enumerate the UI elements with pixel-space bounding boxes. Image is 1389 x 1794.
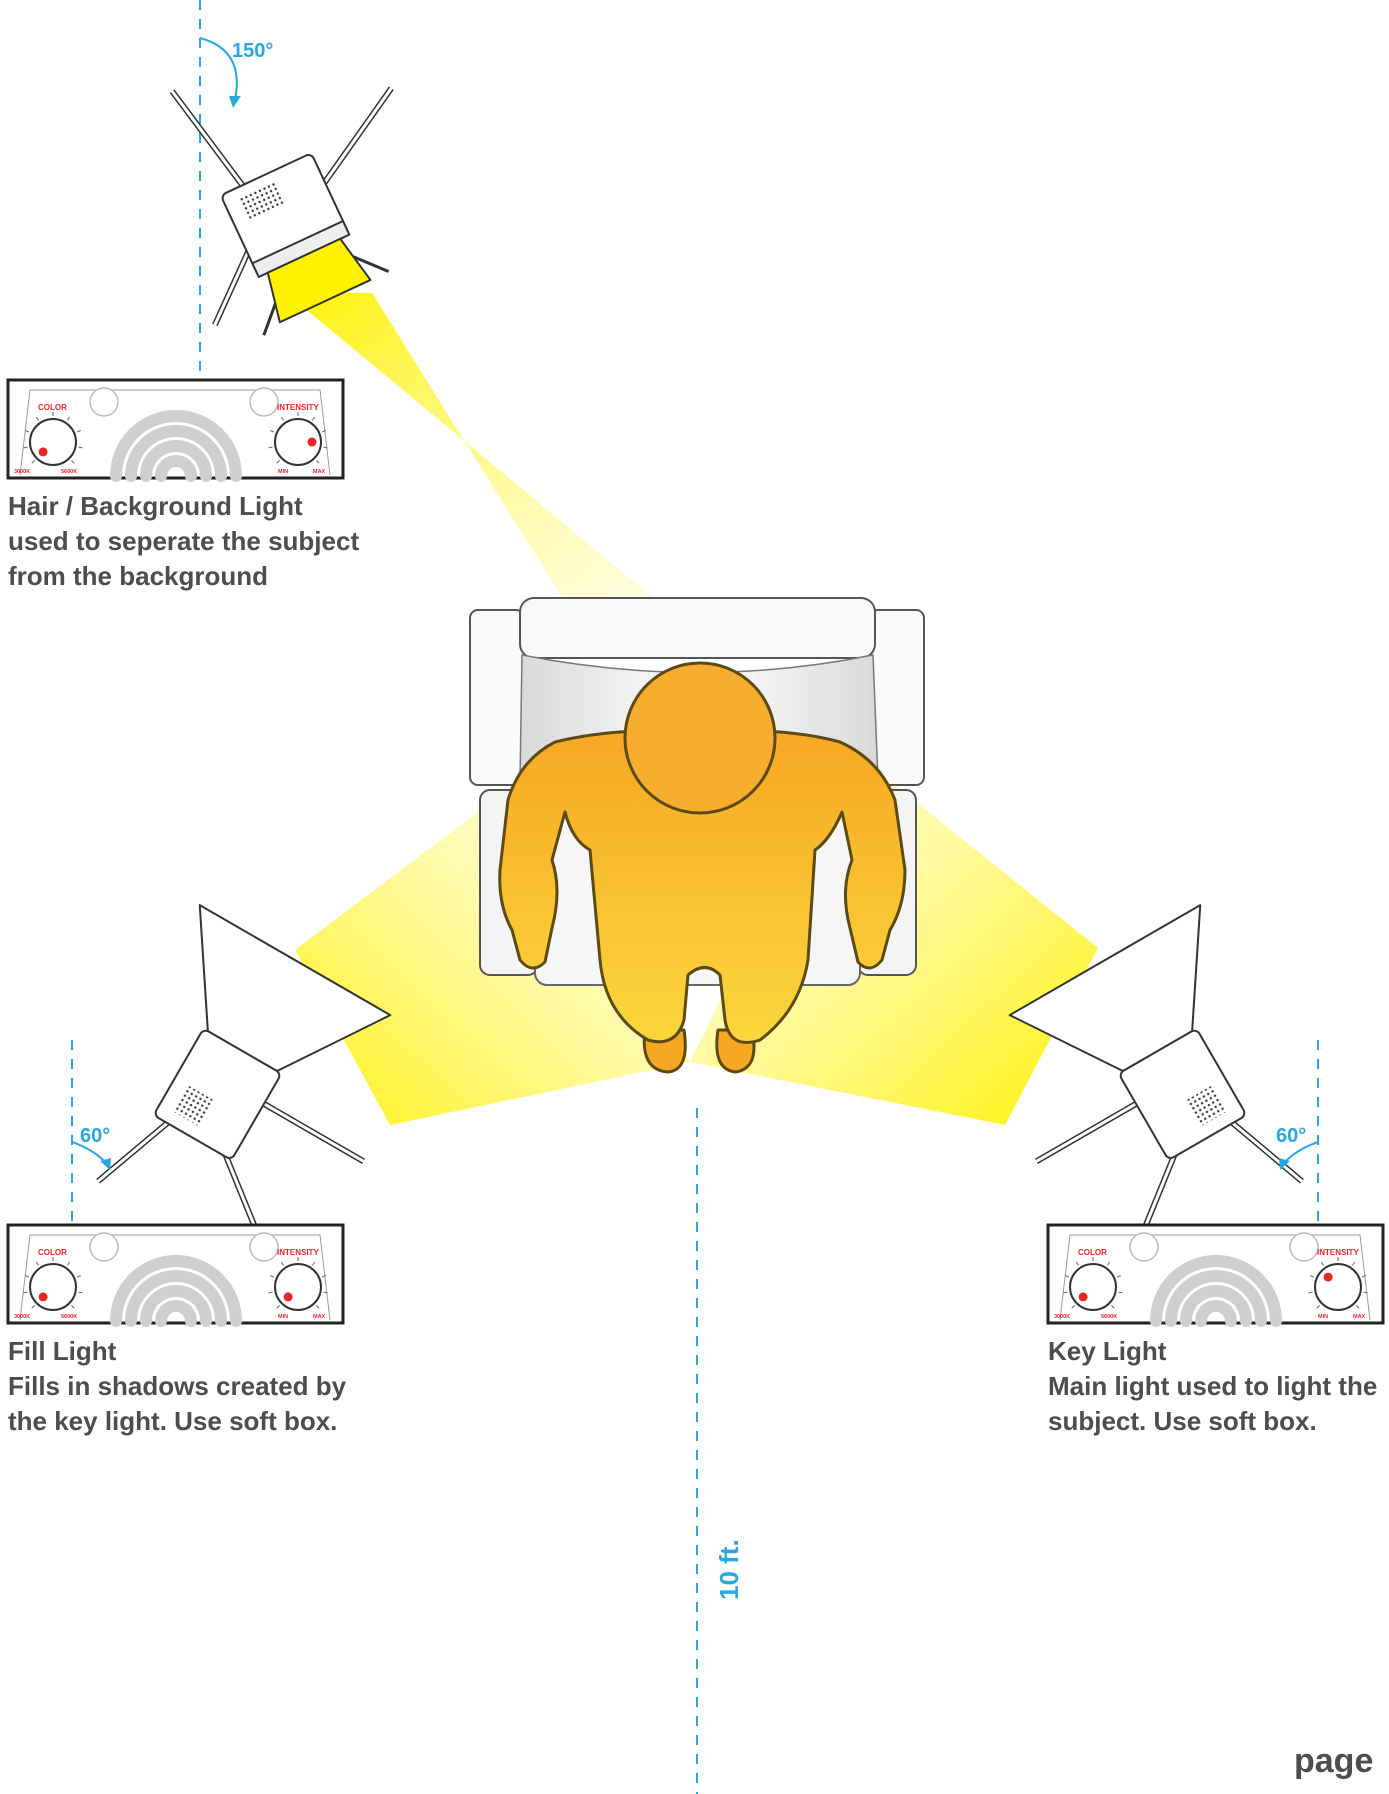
page-footer: page xyxy=(1294,1742,1373,1780)
hair-light-desc-2: from the background xyxy=(8,561,268,591)
color-min-label: 3000K xyxy=(1054,1314,1070,1320)
intensity-knob[interactable] xyxy=(1308,1257,1368,1311)
color-indicator-dot xyxy=(38,1292,48,1302)
fill-control-panel: COLOR INTENSITY 3000K 5600K MIN MAX xyxy=(6,1223,345,1327)
color-label: COLOR xyxy=(1078,1248,1107,1257)
speaker-arc xyxy=(155,1300,197,1327)
intensity-label: INTENSITY xyxy=(1317,1248,1359,1257)
intensity-indicator-dot xyxy=(307,437,317,447)
fill-light-caption: Fill Light Fills in shadows created by t… xyxy=(8,1336,347,1436)
color-indicator-dot xyxy=(38,447,48,457)
distance-label: 10 ft. xyxy=(714,1539,744,1600)
hair-light-beam xyxy=(285,292,680,620)
color-knob[interactable] xyxy=(23,1257,83,1311)
hair-light-desc-1: used to seperate the subject xyxy=(8,526,359,556)
key-light-caption: Key Light Main light used to light the s… xyxy=(1048,1336,1377,1436)
intensity-max-label: MAX xyxy=(313,1314,326,1320)
intensity-label: INTENSITY xyxy=(277,1248,319,1257)
speaker-arc xyxy=(140,440,212,482)
color-max-label: 5600K xyxy=(1101,1314,1117,1320)
key-light-fixture xyxy=(1008,904,1304,1242)
fill-angle-label: 60° xyxy=(80,1125,110,1147)
fill-light-fixture xyxy=(96,904,392,1242)
key-light-title: Key Light xyxy=(1048,1336,1167,1366)
speaker-arc xyxy=(125,1270,227,1327)
hair-angle-label: 150° xyxy=(232,40,273,62)
speaker-arc xyxy=(110,410,242,482)
color-min-label: 3000K xyxy=(14,1314,30,1320)
color-label: COLOR xyxy=(38,403,67,412)
intensity-min-label: MIN xyxy=(1318,1314,1328,1320)
color-knob[interactable] xyxy=(1063,1257,1123,1311)
hair-light-caption: Hair / Background Light used to seperate… xyxy=(8,491,359,591)
hair-angle-indicator: 150° xyxy=(199,37,273,108)
hair-light-title: Hair / Background Light xyxy=(8,491,303,521)
color-max-label: 5600K xyxy=(61,1314,77,1320)
intensity-knob[interactable] xyxy=(268,1257,328,1311)
color-knob[interactable] xyxy=(23,412,83,466)
color-max-label: 5600K xyxy=(61,469,77,475)
intensity-indicator-dot xyxy=(283,1292,293,1302)
speaker-arc xyxy=(125,425,227,482)
hair-control-panel: COLOR INTENSITY 3000K 5600K MIN MAX xyxy=(6,378,345,482)
intensity-label: INTENSITY xyxy=(277,403,319,412)
key-light-desc-2: subject. Use soft box. xyxy=(1048,1406,1317,1436)
speaker-arc xyxy=(140,1285,212,1327)
fill-light-desc-2: the key light. Use soft box. xyxy=(8,1406,337,1436)
key-angle-indicator: 60° xyxy=(1276,1125,1319,1170)
subject-person xyxy=(498,661,907,1074)
speaker-arc xyxy=(1150,1255,1282,1327)
key-light-desc-1: Main light used to light the xyxy=(1048,1371,1377,1401)
intensity-max-label: MAX xyxy=(313,469,326,475)
speaker-arc xyxy=(1165,1270,1267,1327)
speaker-arc xyxy=(1195,1300,1237,1327)
speaker-arc xyxy=(110,1255,242,1327)
speaker-arc xyxy=(1180,1285,1252,1327)
intensity-min-label: MIN xyxy=(278,469,288,475)
fill-light-title: Fill Light xyxy=(8,1336,117,1366)
intensity-min-label: MIN xyxy=(278,1314,288,1320)
hair-light-fixture xyxy=(169,86,394,336)
fill-angle-indicator: 60° xyxy=(71,1125,111,1170)
intensity-max-label: MAX xyxy=(1353,1314,1366,1320)
fill-light-desc-1: Fills in shadows created by xyxy=(8,1371,347,1401)
key-angle-label: 60° xyxy=(1276,1125,1306,1147)
key-control-panel: COLOR INTENSITY 3000K 5600K MIN MAX xyxy=(1046,1223,1385,1327)
color-indicator-dot xyxy=(1078,1292,1088,1302)
color-min-label: 3000K xyxy=(14,469,30,475)
intensity-indicator-dot xyxy=(1323,1272,1333,1282)
speaker-arc xyxy=(155,455,197,482)
intensity-knob[interactable] xyxy=(268,412,328,466)
color-label: COLOR xyxy=(38,1248,67,1257)
